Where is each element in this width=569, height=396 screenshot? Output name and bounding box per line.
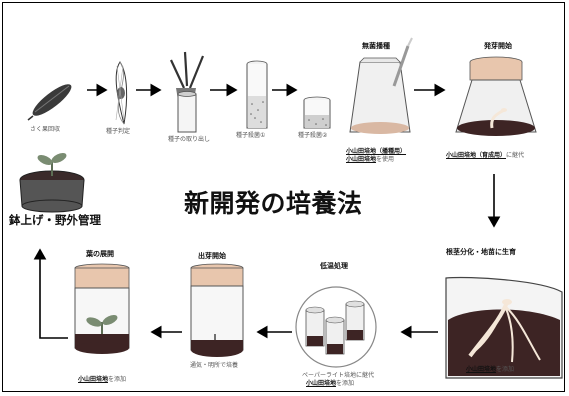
inoculation-title: 無菌播種 bbox=[362, 42, 390, 50]
emergence-jar-illustration bbox=[190, 263, 244, 357]
cold-treatment-illustration bbox=[295, 286, 377, 368]
emerge-title: 出芽開始 bbox=[198, 252, 226, 260]
cold-note: ペーパーライト培地に継代 bbox=[302, 372, 374, 379]
germination-medium: 小山田培地（育成用）に継代 bbox=[446, 152, 525, 159]
seed-extraction-illustration bbox=[170, 51, 205, 133]
sterilize2-label: 種子殺菌② bbox=[298, 132, 328, 139]
leaf-jar-illustration bbox=[74, 263, 130, 354]
cold-title: 低温処理 bbox=[320, 262, 348, 270]
arrow-10 bbox=[33, 248, 68, 339]
extract-label: 種子の取り出し bbox=[168, 136, 211, 143]
rhizome-flask-illustration bbox=[445, 276, 563, 379]
emerge-note: 通気・明所で培養 bbox=[190, 362, 239, 369]
germination-flask-illustration bbox=[455, 56, 537, 136]
diagram-frame bbox=[2, 2, 565, 392]
tube-sterilize1-illustration bbox=[246, 60, 268, 129]
potted-plant-illustration bbox=[19, 153, 85, 213]
inoculation-flask-illustration bbox=[349, 37, 413, 134]
potting-label: 鉢上げ・野外管理 bbox=[9, 213, 101, 227]
seed-judge-illustration bbox=[115, 61, 128, 125]
beaker-sterilize2-illustration bbox=[303, 96, 331, 129]
inoculation-medium2: 小山田培地を使用 bbox=[346, 156, 395, 163]
rhizome-title: 根茎分化・地苗に生育 bbox=[446, 248, 516, 256]
capsule-label: さく果回収 bbox=[30, 126, 61, 133]
sterilize1-label: 種子殺菌① bbox=[236, 132, 266, 139]
leaf-title: 葉の展開 bbox=[86, 250, 114, 258]
germination-title: 発芽開始 bbox=[484, 42, 512, 50]
cold-medium: 小山田培地を添加 bbox=[306, 380, 355, 387]
seed-capsule-illustration bbox=[27, 84, 72, 121]
inoculation-medium: 小山田培地（播種用） bbox=[346, 148, 407, 155]
main-title: 新開発の培養法 bbox=[184, 189, 363, 218]
judge-label: 種子判定 bbox=[106, 128, 131, 135]
leaf-medium: 小山田培地を添加 bbox=[78, 376, 127, 383]
rhizome-medium: 小山田培地を添加 bbox=[466, 366, 515, 373]
